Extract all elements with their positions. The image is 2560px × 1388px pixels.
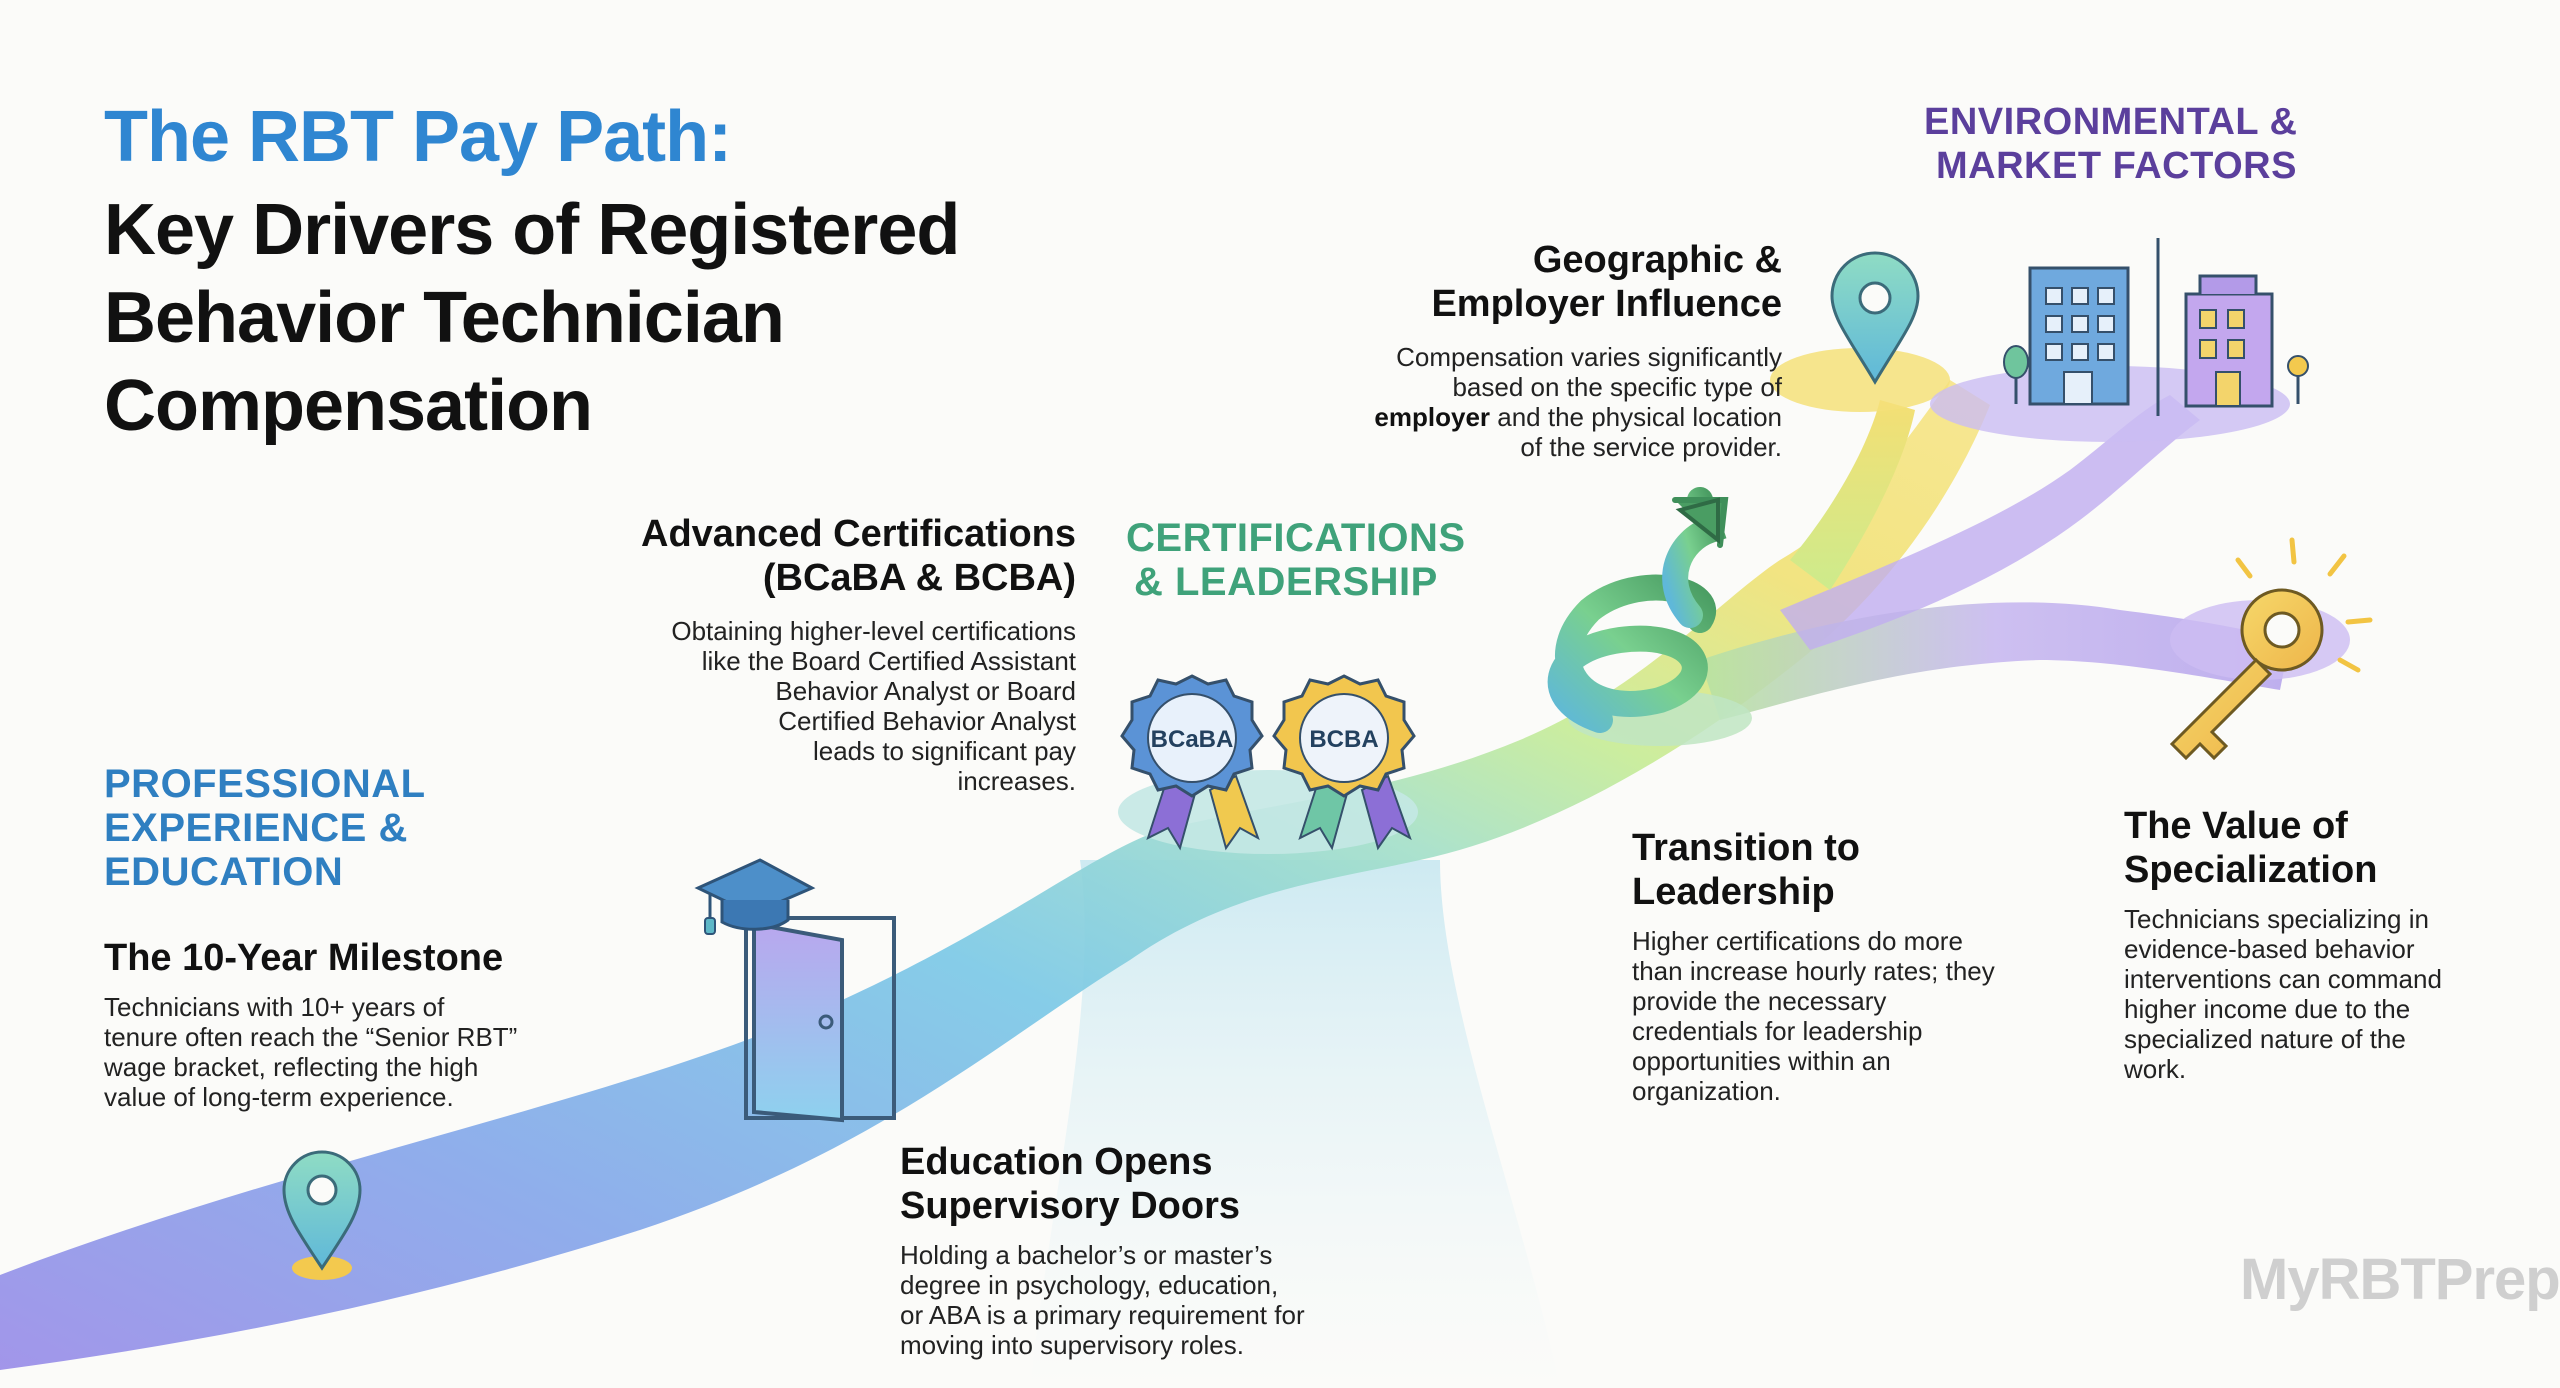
card-body-line: moving into supervisory roles.: [900, 1330, 1244, 1360]
card-heading-line: Transition to: [1632, 827, 1860, 869]
card-10-year-milestone: The 10-Year Milestone Technicians with 1…: [104, 936, 564, 1112]
card-heading-line: Employer Influence: [1431, 283, 1782, 325]
card-body: Higher certifications do more than incre…: [1632, 926, 2052, 1106]
card-transition-leadership: Transition to Leadership Higher certific…: [1632, 826, 2052, 1106]
main-career-path: [0, 380, 1990, 1370]
card-body-line: interventions can command: [2124, 964, 2442, 994]
card-heading-line: Advanced Certifications: [641, 513, 1076, 555]
card-body-line: provide the necessary: [1632, 986, 1887, 1016]
card-body-line: like the Board Certified Assistant: [701, 646, 1076, 676]
card-body: Technicians with 10+ years of tenure oft…: [104, 992, 564, 1112]
card-body-line: evidence-based behavior: [2124, 934, 2415, 964]
card-body-line: credentials for leadership: [1632, 1016, 1923, 1046]
buildings-icon: [2003, 238, 2309, 416]
card-geographic-employer: Geographic & Employer Influence Compensa…: [1260, 238, 1782, 462]
card-heading-line: Supervisory Doors: [900, 1185, 1240, 1227]
card-body-line: Compensation varies significantly: [1396, 342, 1782, 372]
page-title: Key Drivers of Registered Behavior Techn…: [104, 186, 1104, 450]
page-title-line: Compensation: [104, 366, 593, 446]
award-ribbon-icon-bcaba: BCaBA: [1120, 674, 1264, 851]
card-body-line: or ABA is a primary requirement for: [900, 1300, 1305, 1330]
lower-stream: [1030, 860, 1560, 1388]
badge-bcba-label: BCBA: [1309, 726, 1378, 753]
section-line: EDUCATION: [104, 850, 344, 894]
page-title-line: Behavior Technician: [104, 278, 785, 358]
card-body: Obtaining higher-level certifications li…: [540, 616, 1076, 796]
section-line: EXPERIENCE &: [104, 806, 408, 850]
location-pin-icon: [1830, 251, 1920, 385]
section-line: ENVIRONMENTAL &: [1924, 101, 2298, 143]
card-heading-line: Geographic &: [1532, 239, 1782, 281]
card-heading-line: Specialization: [2124, 849, 2378, 891]
card-body-line: tenure often reach the “Senior RBT”: [104, 1022, 518, 1052]
card-body: Compensation varies significantly based …: [1260, 342, 1782, 462]
card-heading-line: Education Opens: [900, 1141, 1213, 1183]
section-certifications-leadership: CERTIFICATIONS & LEADERSHIP: [1126, 516, 1466, 604]
section-line: CERTIFICATIONS: [1126, 516, 1466, 560]
card-body-line: Holding a bachelor’s or master’s: [900, 1240, 1273, 1270]
card-body-line: employer and the physical location: [1260, 402, 1782, 432]
card-body-line: than increase hourly rates; they: [1632, 956, 1995, 986]
card-body-line: Technicians with 10+ years of: [104, 992, 445, 1022]
card-body-line: work.: [2124, 1054, 2187, 1084]
section-line: MARKET FACTORS: [1936, 145, 2297, 187]
card-body-line: organization.: [1632, 1076, 1781, 1106]
card-body-line: specialized nature of the: [2124, 1024, 2406, 1054]
card-body-line: of the service provider.: [1520, 432, 1782, 462]
card-body-line: Technicians specializing in: [2124, 904, 2429, 934]
open-door-icon: [744, 916, 896, 1123]
card-body-line: opportunities within an: [1632, 1046, 1891, 1076]
card-body-line: Certified Behavior Analyst: [778, 706, 1076, 736]
card-body-text: and the physical location: [1490, 402, 1782, 432]
card-advanced-certifications: Advanced Certifications (BCaBA & BCBA) O…: [540, 512, 1076, 796]
card-body-line: Behavior Analyst or Board: [775, 676, 1076, 706]
card-body: Technicians specializing in evidence-bas…: [2124, 904, 2544, 1084]
key-icon: [2169, 537, 2373, 761]
card-body-line: higher income due to the: [2124, 994, 2411, 1024]
badge-bcaba-label: BCaBA: [1151, 726, 1234, 753]
section-line: PROFESSIONAL: [104, 762, 426, 806]
card-heading-line: (BCaBA & BCBA): [762, 557, 1076, 599]
graduation-cap-icon: [694, 858, 816, 935]
card-heading: Advanced Certifications (BCaBA & BCBA): [540, 512, 1076, 600]
card-body-line: Higher certifications do more: [1632, 926, 1963, 956]
card-education-supervisory: Education Opens Supervisory Doors Holdin…: [900, 1140, 1400, 1360]
card-body-line: increases.: [957, 766, 1077, 796]
title-highlight: The RBT Pay Path:: [104, 97, 732, 177]
section-line: & LEADERSHIP: [1134, 560, 1438, 604]
card-heading: The Value of Specialization: [2124, 804, 2544, 892]
page-title-line: Key Drivers of Registered: [104, 190, 960, 270]
spiral-arrow-icon: [1547, 487, 1729, 733]
card-heading: Education Opens Supervisory Doors: [900, 1140, 1400, 1228]
pin-island: [1770, 348, 1950, 412]
card-body-line: Obtaining higher-level certifications: [671, 616, 1076, 646]
card-body-line: value of long-term experience.: [104, 1082, 454, 1112]
card-heading: Transition to Leadership: [1632, 826, 2052, 914]
card-body: Holding a bachelor’s or master’s degree …: [900, 1240, 1400, 1360]
branch-to-market: [1780, 395, 2200, 650]
card-body-line: based on the specific type of: [1452, 372, 1782, 402]
award-ribbon-icon-bcba: BCBA: [1272, 674, 1416, 851]
card-body-line: degree in psychology, education,: [900, 1270, 1279, 1300]
card-value-specialization: The Value of Specialization Technicians …: [2124, 804, 2544, 1084]
section-environmental-market: ENVIRONMENTAL & MARKET FACTORS: [1924, 100, 2297, 188]
card-heading-line: Leadership: [1632, 871, 1835, 913]
watermark-logo: MyRBTPrep: [2240, 1247, 2560, 1312]
card-heading-line: The Value of: [2124, 805, 2348, 847]
branch-to-geographic: [1790, 400, 1915, 590]
card-heading: Geographic & Employer Influence: [1260, 238, 1782, 326]
section-professional-experience: PROFESSIONAL EXPERIENCE & EDUCATION: [104, 762, 426, 894]
card-body-line: leads to significant pay: [812, 736, 1076, 766]
map-pin-icon: [282, 1150, 362, 1280]
card-body-line: wage bracket, reflecting the high: [104, 1052, 479, 1082]
emphasis-employer: employer: [1374, 402, 1491, 432]
card-heading: The 10-Year Milestone: [104, 937, 504, 979]
